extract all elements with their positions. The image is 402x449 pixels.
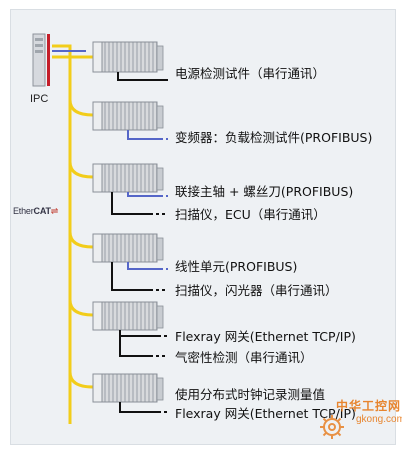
watermark-url: gkong.com [356,414,402,425]
watermark: 中华工控网 gkong.com [318,393,402,449]
ethercat-trunk [52,44,72,424]
io-block-2 [92,101,164,131]
io-blocks [92,41,164,403]
branch-3-label-1: 联接主轴 + 螺丝刀(PROFIBUS) [175,184,354,199]
watermark-text: 中华工控网 [336,399,402,413]
branch-5-label-1: Flexray 网关(Ethernet TCP/IP) [175,329,356,344]
branch-4-label-2: 扫描仪，闪光器（串行通讯） [175,283,338,298]
branch-6-label-1: 使用分布式时钟记录测量值 [175,387,326,402]
branch-5-label-2: 气密性检测（串行通讯） [175,350,313,365]
ethercat-prefix: Ether [13,206,34,216]
ethercat-arrow-icon: ⇌ [50,206,59,216]
io-block-5 [92,301,164,331]
branch-1-label-1: 电源检测试件（串行通讯） [175,66,326,81]
io-block-3 [92,163,164,193]
diagram-panel [10,9,396,445]
ipc-label: IPC [30,93,49,105]
branch-4-label-1: 线性单元(PROFIBUS) [175,259,298,274]
io-block-6 [92,373,164,403]
io-block-1 [92,41,164,73]
ipc-red-bar [47,34,50,86]
device-links [111,72,168,413]
ethercat-suffix: CAT [33,206,51,216]
branch-2-label-1: 变频器：负载检测试件(PROFIBUS) [175,130,373,145]
ipc-unit [32,33,50,87]
gear-icon [320,415,344,439]
ethercat-branches [52,55,94,389]
branch-3-label-2: 扫描仪，ECU（串行通讯） [175,207,326,222]
branch-6-label-2: Flexray 网关(Ethernet TCP/IP) [175,406,356,421]
io-block-4 [92,233,164,263]
ethercat-logo: EtherCAT⇌ [13,206,58,217]
